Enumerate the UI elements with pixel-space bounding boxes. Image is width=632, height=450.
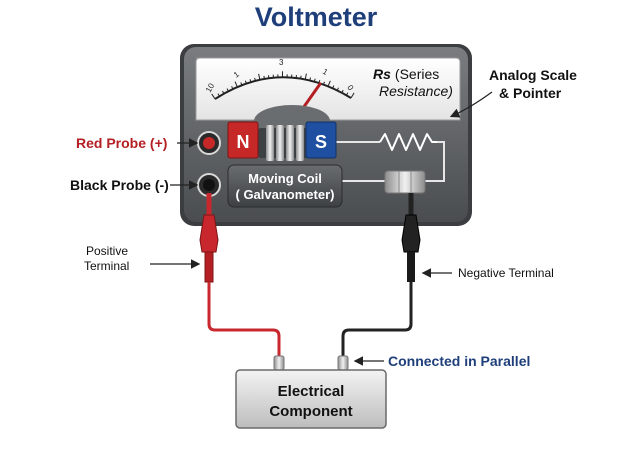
- scale-tick: [332, 85, 335, 89]
- scale-tick: [258, 73, 261, 80]
- scale-tick: [254, 77, 256, 81]
- positive-terminal-label-line2: Terminal: [84, 259, 129, 273]
- galvanometer-label: ( Galvanometer): [236, 187, 335, 202]
- diagram-title: Voltmeter: [255, 2, 378, 32]
- rs-label-line2: Resistance): [379, 83, 453, 99]
- scale-tick: [211, 93, 216, 100]
- analog-scale-label: Analog Scale: [489, 67, 577, 83]
- red-probe-lead[interactable]: [199, 193, 281, 356]
- scale-tick-label: 1: [321, 67, 330, 77]
- series-resistor-icon: [379, 133, 437, 151]
- analog-scale-arrow: [449, 91, 493, 118]
- magnet-south: S: [305, 121, 337, 159]
- scale-tick: [263, 75, 265, 79]
- scale-tick: [244, 80, 247, 84]
- scale-tick: [327, 80, 331, 87]
- scale-tick: [345, 92, 349, 96]
- scale-tick: [323, 81, 325, 85]
- electrical-component[interactable]: Electrical Component: [235, 355, 387, 429]
- connector-block: [384, 170, 426, 194]
- magnet-north: N: [227, 121, 259, 159]
- scale-tick: [217, 93, 220, 97]
- scale-tick: [231, 86, 234, 90]
- parallel-label: Connected in Parallel: [388, 353, 530, 369]
- component-label-line2: Component: [269, 403, 352, 420]
- scale-tick: [234, 81, 238, 88]
- svg-text:S: S: [315, 132, 327, 152]
- negative-terminal-label: Negative Terminal: [458, 266, 554, 280]
- black-probe-lead[interactable]: [341, 193, 421, 356]
- scale-tick: [304, 73, 307, 80]
- internal-wiring: [334, 141, 445, 182]
- moving-coil-box: Moving Coil ( Galvanometer): [227, 164, 343, 208]
- svg-text:N: N: [237, 132, 250, 152]
- scale-tick: [318, 80, 321, 84]
- scale-tick-label: 1: [232, 69, 241, 79]
- rs-label: Rs(Series: [373, 66, 439, 82]
- scale-tick-label: 3: [279, 58, 284, 67]
- scale-tick: [341, 89, 344, 94]
- pointer-label: & Pointer: [499, 85, 562, 101]
- magnet-assembly: [257, 125, 309, 161]
- black-probe-label: Black Probe (-): [70, 177, 169, 193]
- scale-tick: [336, 87, 339, 91]
- scale-tick: [313, 78, 316, 82]
- scale-tick: [350, 92, 355, 99]
- scale-tick-label: 0: [345, 84, 355, 93]
- positive-terminal-label: Positive: [86, 244, 128, 258]
- red-binding-post[interactable]: [197, 131, 221, 155]
- component-label-line1: Electrical: [278, 383, 345, 400]
- red-probe-label: Red Probe (+): [76, 135, 167, 151]
- scale-tick: [226, 88, 229, 92]
- scale-tick: [240, 82, 243, 86]
- scale-tick: [249, 79, 252, 83]
- moving-coil-label: Moving Coil: [248, 171, 322, 186]
- scale-tick: [309, 77, 311, 81]
- black-binding-post[interactable]: [197, 173, 221, 197]
- scale-tick: [222, 90, 225, 94]
